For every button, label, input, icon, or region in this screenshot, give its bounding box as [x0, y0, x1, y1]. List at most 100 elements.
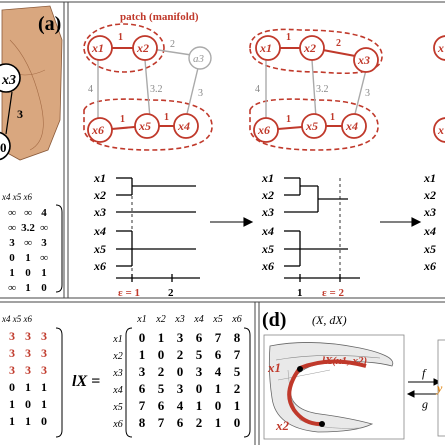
lx-column-header: x3	[174, 314, 184, 325]
lx-matrix-cell: 6	[196, 330, 203, 345]
node-x4: x4	[177, 119, 190, 133]
lx-row-label: x6	[112, 419, 122, 430]
matrix-cell: 3	[9, 237, 15, 249]
dendrogram-1	[116, 177, 200, 282]
dendrogram-leaf-label: x6	[93, 259, 106, 273]
lx-matrix-cell: 6	[158, 398, 165, 413]
terrain-node-label: x3	[1, 73, 16, 88]
edge-weight: 1	[164, 112, 169, 123]
node-a3: a3	[193, 53, 205, 65]
lx-row-label: x3	[112, 368, 122, 379]
matrix-cell: 3	[41, 329, 47, 343]
lx-matrix-cell: 0	[139, 330, 146, 345]
lx-row-label: x1	[112, 334, 122, 345]
lx-matrix-cell: 6	[177, 415, 184, 430]
edge-weight: 3	[365, 88, 370, 99]
matrix-cell: 1	[25, 282, 31, 294]
map-arrows	[406, 378, 442, 398]
matrix-cell: 0	[25, 267, 31, 279]
edge-weight: 4	[255, 84, 260, 95]
node-x6: x6	[91, 123, 104, 137]
lx-matrix-cell: 2	[196, 415, 203, 430]
matrix-cell: ∞	[8, 282, 16, 294]
dendrogram-leaf-label: x5	[261, 242, 274, 256]
edge-weight: 2	[336, 38, 341, 49]
edge-weight: 1	[330, 112, 335, 123]
matrix-cell: 0	[25, 397, 31, 411]
lx-matrix-cell: 7	[215, 330, 222, 345]
edge-weight: 1	[286, 32, 291, 43]
matrix-cell: ∞	[40, 252, 48, 264]
matrix-cell: 3	[41, 363, 47, 377]
lx-matrix-cell: 7	[139, 398, 146, 413]
terrain-node-label: 0	[0, 140, 7, 155]
node-x2: x2	[136, 41, 149, 55]
terrain-edge-label: 3	[17, 107, 23, 121]
graph-stage-1	[83, 23, 213, 151]
matrix-cell: 0	[41, 282, 47, 294]
matrix-cell: 0	[9, 252, 15, 264]
manifold-x2: x2	[275, 418, 290, 433]
matrix-cell: 1	[41, 267, 47, 279]
arrow-icon	[210, 217, 422, 227]
matrix-cell: 3	[41, 237, 47, 249]
lx-matrix-cell: 0	[177, 364, 184, 379]
lx-matrix-cell: 2	[234, 381, 241, 396]
lx-column-header: x5	[212, 314, 222, 325]
lx-matrix-cell: 2	[158, 364, 165, 379]
matrix-cell: 1	[41, 397, 47, 411]
matrix-cell: 0	[41, 414, 47, 428]
dendrogram-leaf-label: x4	[261, 224, 274, 238]
lx-matrix-cell: 4	[215, 364, 222, 379]
matrix-cell: ∞	[40, 222, 48, 234]
lx-matrix-cell: 0	[215, 398, 222, 413]
matrix-header: x4 x5 x6	[1, 192, 32, 202]
dendrogram-leaf-label: x5	[93, 242, 106, 256]
panel-d-label: (d)	[262, 309, 286, 331]
lx-matrix-cell: 3	[177, 381, 184, 396]
lx-matrix-cell: 5	[158, 381, 165, 396]
matrix-cell: ∞	[8, 222, 16, 234]
lx-column-header: x4	[193, 314, 203, 325]
matrix-cell: 3	[9, 346, 15, 360]
edge-weight: 2	[170, 39, 175, 50]
manifold-x1: x1	[267, 360, 281, 375]
matrix-cell: ∞	[8, 207, 16, 219]
lx-matrix-cell: 3	[196, 364, 203, 379]
matrix-cell: 4	[41, 207, 47, 219]
lx-matrix-cell: 1	[158, 330, 165, 345]
lx-row-label: x5	[112, 402, 122, 413]
node-partial: x	[437, 123, 444, 137]
matrix-cell: ∞	[24, 237, 32, 249]
matrix-cell: 3	[25, 329, 31, 343]
edge-weight: 1	[118, 32, 123, 43]
tick-label-2: 2	[168, 287, 174, 299]
lx-matrix-cell: 6	[215, 347, 222, 362]
node-x4: x4	[345, 119, 358, 133]
dendrogram-leaf-label: x1	[423, 171, 436, 185]
lx-matrix-cell: 0	[196, 381, 203, 396]
matrix-cell: 1	[41, 380, 47, 394]
lx-matrix-cell: 1	[215, 381, 222, 396]
epsilon-label-2: ε = 2	[322, 287, 344, 299]
node-x3: x3	[357, 53, 370, 67]
edge-weight: 4	[88, 84, 93, 95]
node-x1: x1	[259, 41, 272, 55]
lx-column-header: x2	[155, 314, 165, 325]
lx-matrix-cell: 5	[234, 364, 241, 379]
lx-matrix-cell: 3	[177, 330, 184, 345]
node-x1: x1	[91, 41, 104, 55]
dendrogram-leaf-label: x2	[423, 188, 436, 202]
lx-matrix-cell: 4	[177, 398, 184, 413]
edge-weight: 3.2	[316, 84, 329, 95]
dendrogram-leaf-label: x2	[93, 188, 106, 202]
matrix-cell: 1	[25, 252, 31, 264]
map-g: g	[422, 397, 428, 411]
